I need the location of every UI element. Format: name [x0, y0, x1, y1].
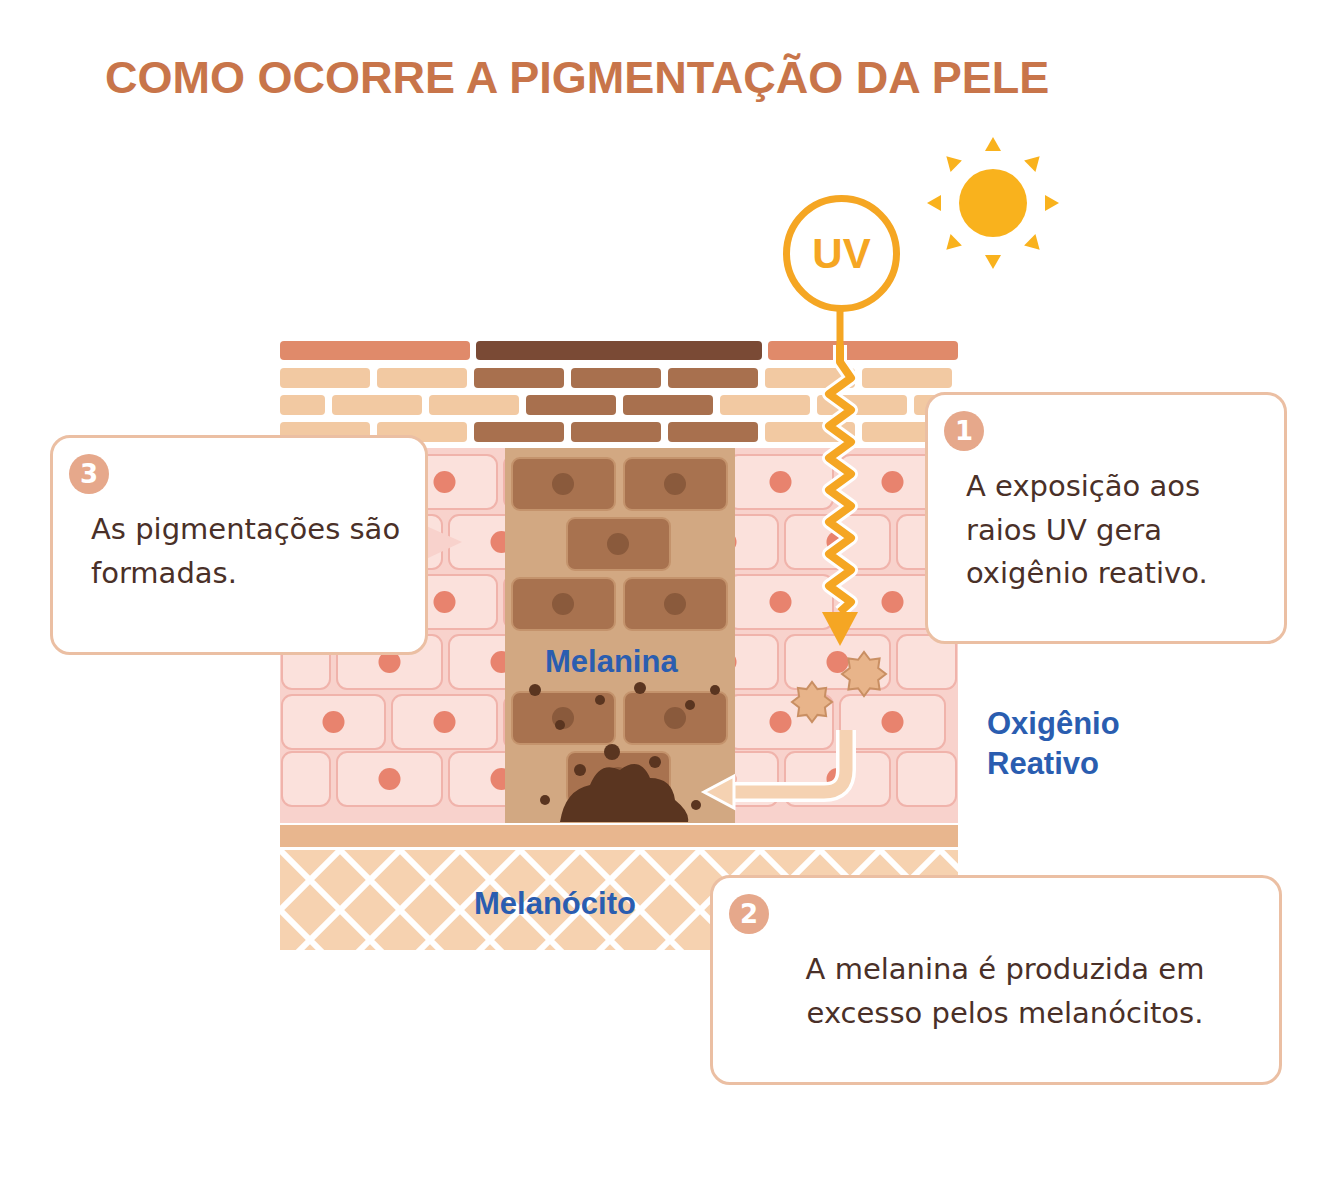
- callout-text: A exposição aos raios UV gera oxigênio r…: [966, 465, 1264, 596]
- callout-number: 2: [729, 894, 769, 934]
- callout-number: 3: [69, 454, 109, 494]
- melanocyte-label: Melanócito: [474, 884, 636, 924]
- flow-arrow: [704, 730, 846, 808]
- sun: [927, 137, 1059, 269]
- reactive-oxygen: [792, 652, 886, 722]
- callout-box: 3 As pigmentações são formadas.: [50, 435, 428, 655]
- callout-text: A melanina é produzida em excesso pelos …: [770, 948, 1240, 1035]
- melanocyte: [529, 682, 720, 822]
- uv-ray: [822, 310, 858, 646]
- reactive-oxygen-label: Oxigênio Reativo: [987, 704, 1162, 785]
- callout-pointer: [424, 525, 462, 560]
- callout-box: 2A melanina é produzida em excesso pelos…: [710, 875, 1282, 1085]
- callout-text: As pigmentações são formadas.: [91, 508, 401, 595]
- diagram-title: COMO OCORRE A PIGMENTAÇÃO DA PELE: [105, 52, 1049, 104]
- uv-circle: UV: [783, 195, 900, 312]
- uv-label: UV: [812, 230, 870, 278]
- melanin-label: Melanina: [545, 642, 678, 682]
- callout-number: 1: [944, 411, 984, 451]
- callout-box: 1 A exposição aos raios UV gera oxigênio …: [925, 392, 1287, 644]
